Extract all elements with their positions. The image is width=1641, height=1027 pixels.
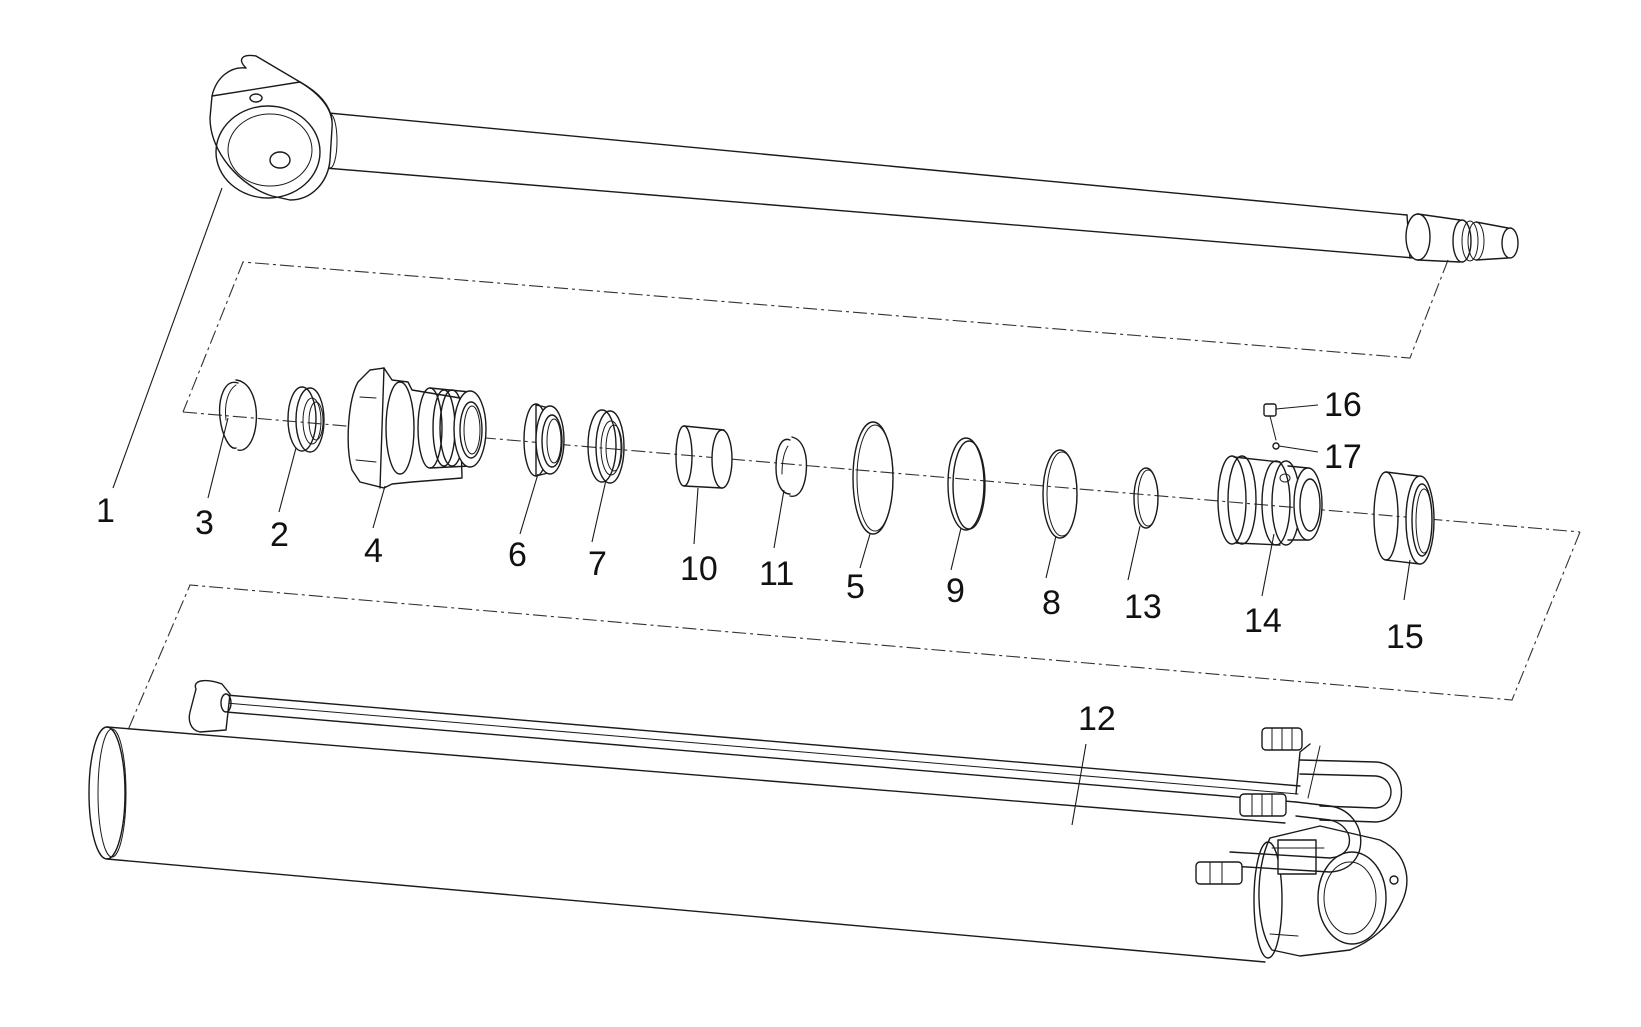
callout-numbers: 1 2 3 4 5 6 7 8 9 10 11 12 13 14 15 16 1… — [96, 386, 1424, 738]
screw-16 — [1263, 403, 1277, 441]
ball-17 — [1272, 442, 1280, 450]
callout-2: 2 — [270, 516, 289, 554]
leader-lines — [112, 187, 1411, 826]
nut-15 — [1373, 471, 1435, 565]
callout-5: 5 — [846, 568, 865, 606]
snap-ring-11 — [775, 436, 808, 497]
seal-7 — [587, 409, 625, 484]
callout-3: 3 — [195, 504, 214, 542]
bushing-6 — [523, 403, 565, 477]
callout-11: 11 — [759, 555, 794, 593]
o-ring-8 — [1042, 449, 1078, 539]
callout-14: 14 — [1244, 602, 1282, 640]
ring-13 — [1133, 467, 1159, 529]
ring-9 — [947, 437, 986, 531]
piston-14 — [1217, 455, 1323, 546]
callout-9: 9 — [946, 572, 965, 610]
callout-10: 10 — [680, 550, 718, 588]
callout-17: 17 — [1324, 438, 1362, 476]
callout-8: 8 — [1042, 584, 1061, 622]
callout-4: 4 — [364, 532, 383, 570]
callout-13: 13 — [1124, 588, 1162, 626]
callout-1: 1 — [96, 492, 115, 530]
snap-ring-3 — [218, 379, 258, 451]
callout-15: 15 — [1386, 618, 1424, 656]
callout-7: 7 — [588, 545, 607, 583]
o-ring-5 — [852, 421, 894, 535]
callout-16: 16 — [1324, 386, 1362, 424]
cylinder-head-4 — [347, 367, 487, 489]
cylinder-barrel — [88, 679, 1408, 963]
sleeve-10 — [675, 425, 733, 489]
callout-12: 12 — [1078, 700, 1116, 738]
piston-rod — [209, 54, 1519, 263]
seal-2 — [287, 386, 325, 453]
callout-6: 6 — [508, 536, 527, 574]
